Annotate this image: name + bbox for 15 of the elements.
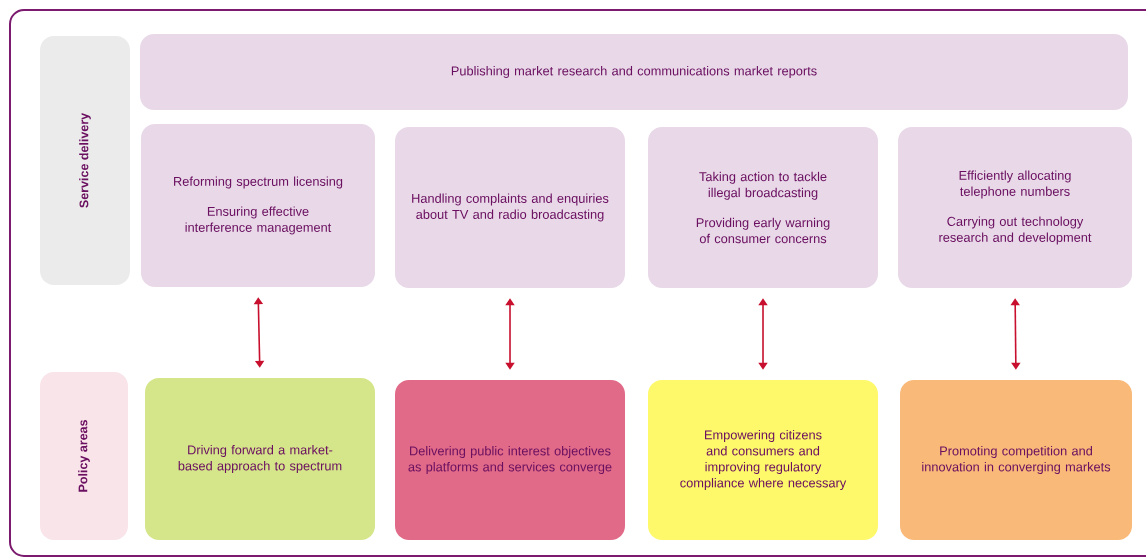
section-band: Service delivery (40, 36, 130, 285)
section-band: Policy areas (40, 372, 128, 540)
activity-box: Handling complaints and enquiries about TV and radio broadcasting (395, 127, 625, 288)
activity-box: Efficiently allocating telephone numbers Carrying out technology research and development (898, 127, 1132, 288)
double-arrow (758, 298, 768, 370)
policy-box: Driving forward a market-based approach to spectrum (145, 378, 375, 540)
activity-box: Taking action to tackle illegal broadcasting Providing early warning of consumer concerns (648, 127, 878, 288)
double-arrow (505, 298, 515, 370)
double-arrow (253, 297, 265, 368)
double-arrow (1010, 298, 1021, 370)
policy-box: Empowering citizens and consumers and improving regulatory compliance where necessary (648, 380, 878, 540)
policy-box: Delivering public interest objectives as platforms and services converge (395, 380, 625, 540)
activity-box: Publishing market research and communications market reports (140, 34, 1128, 110)
activity-box: Reforming spectrum licensing Ensuring effective interference management (141, 124, 375, 287)
policy-box: Promoting competition and innovation in converging markets (900, 380, 1132, 540)
